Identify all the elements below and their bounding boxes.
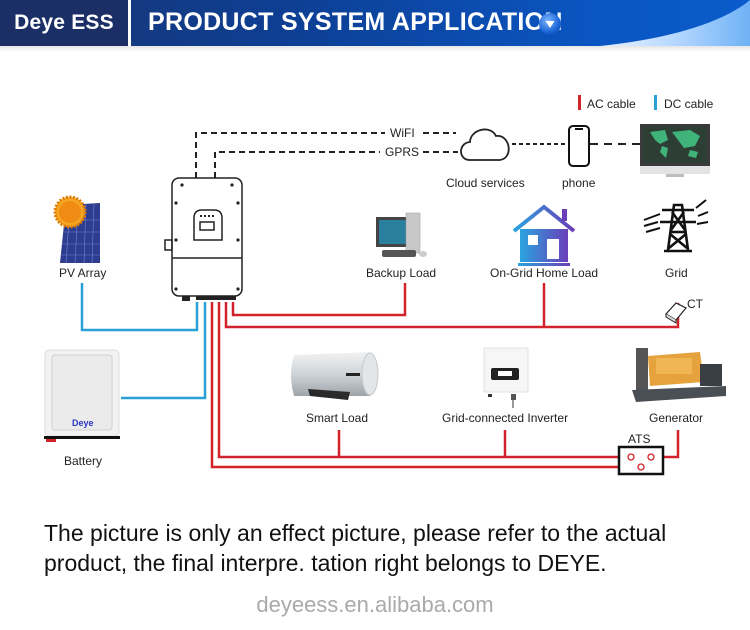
header-wave-decoration	[600, 0, 750, 46]
ct-label: CT	[687, 297, 704, 311]
backup-load-label: Backup Load	[366, 266, 436, 280]
grid-inverter-icon	[483, 347, 529, 408]
home-load-label: On-Grid Home Load	[490, 266, 598, 280]
wifi-line	[195, 132, 385, 178]
wifi-label: WiFI	[390, 126, 415, 140]
gprs-line	[214, 151, 380, 178]
generator-icon	[632, 348, 726, 402]
hybrid-inverter-icon	[164, 177, 243, 301]
grid-inverter-label: Grid-connected Inverter	[442, 411, 568, 425]
cloud-icon	[460, 128, 510, 161]
smart-load-label: Smart Load	[306, 411, 368, 425]
ac-cables	[210, 283, 680, 469]
ac-legend-label: AC cable	[587, 97, 636, 111]
pv-dc-cable	[80, 283, 199, 332]
legend: AC cable DC cable	[578, 95, 714, 111]
ct-sensor-icon	[665, 302, 687, 324]
disclaimer-note: The picture is only an effect picture, p…	[44, 520, 667, 576]
ats-source-ac-cable	[210, 302, 640, 469]
home-icon	[512, 204, 576, 266]
ats-label: ATS	[628, 432, 650, 446]
backup-load-ac-cable	[231, 283, 407, 317]
dc-legend-label: DC cable	[664, 97, 714, 111]
battery-brand-label: Deye	[72, 418, 94, 428]
header-banner: Deye ESS PRODUCT SYSTEM APPLICATION	[0, 0, 750, 46]
dc-cables	[80, 283, 207, 400]
battery-dc-cable	[121, 302, 207, 400]
power-tower-icon	[643, 199, 709, 253]
grid-label: Grid	[665, 266, 688, 280]
ats-load-ac-cable	[217, 302, 630, 459]
ac-legend-swatch	[578, 95, 581, 110]
phone-icon	[568, 125, 590, 167]
water-heater-icon	[291, 352, 379, 400]
page-title: PRODUCT SYSTEM APPLICATION	[148, 8, 563, 36]
generator-label: Generator	[649, 411, 703, 425]
header-shadow	[0, 46, 750, 52]
battery-label: Battery	[64, 454, 102, 468]
battery-icon	[44, 349, 120, 442]
computer-icon	[376, 212, 427, 257]
pv-array-icon	[53, 195, 100, 264]
pv-array-label: PV Array	[59, 266, 106, 280]
website-watermark: deyeess.en.alibaba.com	[256, 592, 494, 617]
dc-legend-swatch	[654, 95, 657, 110]
communication-lines	[195, 132, 640, 178]
phone-label: phone	[562, 176, 596, 190]
brand-divider	[128, 0, 131, 46]
ats-switch-icon	[617, 445, 665, 476]
brand-logo: Deye ESS	[0, 0, 128, 46]
cloud-services-label: Cloud services	[446, 176, 525, 190]
chevron-down-circle-icon[interactable]	[539, 13, 561, 35]
gprs-label: GPRS	[385, 145, 419, 159]
monitor-icon	[640, 124, 710, 177]
